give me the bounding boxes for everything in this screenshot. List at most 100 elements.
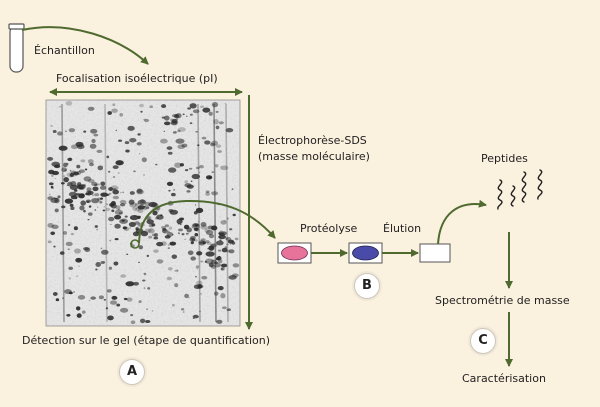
gel-spot [218,249,222,252]
gel-spot [63,176,69,183]
gel-spot [232,263,240,268]
gel-spot [68,191,78,197]
gel-spot [181,143,188,148]
gel-spot [119,218,129,224]
gel-spot [186,115,188,117]
peptide-squiggle-icon [497,169,543,210]
gel-spot [101,249,109,255]
gel-spot [140,230,149,237]
mass-spec-label: Spectrométrie de masse [435,294,570,307]
gel-spot [50,185,54,189]
gel-spot [116,303,121,307]
gel-spot [80,200,87,206]
gel-spot [64,289,72,295]
gel-spot [137,133,141,136]
gel-spot [108,216,115,222]
gel-spot [55,298,60,302]
gel-spot [84,168,88,171]
gel-spot [76,275,79,277]
gel-spot [187,250,194,256]
gel-spot [78,265,80,267]
gel-spot [73,291,75,293]
gel-spot [177,129,181,133]
gel-spot [161,104,167,109]
test-tube-icon [8,23,25,73]
gel-spot [110,223,112,226]
gel-spot [61,167,68,173]
gel-spot [183,224,190,230]
gel-spot [98,295,104,300]
gel-spot [164,115,170,121]
gel-spot [59,251,65,255]
gel-spot [80,159,86,163]
gel-spot [66,314,71,317]
gel-spot [171,254,178,259]
gel-spot [118,139,123,142]
gel-spot [225,237,232,241]
gel-spot [73,189,78,192]
gel-spot [145,201,151,207]
gel-spot [171,234,174,236]
gel-spot [215,110,219,113]
gel-spot [75,257,83,263]
gel-spot [151,223,156,227]
gel-spot [69,173,74,177]
gel-spot [107,111,112,115]
gel-spot [91,181,98,186]
gel-spot [148,228,155,234]
gel-spot [124,202,127,205]
gel-spot [192,223,200,227]
gel-spot [127,125,135,131]
gel-spot [59,105,62,108]
gel-spot [70,206,75,211]
gel-spot [87,159,94,164]
gel-spot [94,193,100,197]
gel-spot [142,279,146,282]
gel-spot [208,111,213,116]
gel-spot [195,166,200,170]
gel-spot [196,280,203,285]
gel-spot [85,199,91,203]
gel-spot [135,203,139,206]
gel-spot [68,266,74,270]
gel-spot [182,113,185,116]
gel-spot [224,220,227,222]
gel-spot [229,228,233,231]
gel-spot [58,145,68,151]
gel-spot [144,118,150,123]
gel-spot [106,155,110,159]
gel-spot [89,162,94,167]
gel-spot [211,101,219,108]
gel-spot [100,247,103,250]
gel-spot [111,209,115,213]
gel-spot [191,173,201,180]
gel-spot [161,228,168,234]
gel-spot [54,177,57,180]
gel-spot [76,164,81,169]
gel-spot [92,194,94,196]
gel-spot [125,149,130,153]
gel-spot [133,281,139,286]
gel-streak [197,103,201,323]
gel-spot [48,194,51,196]
gel-spot [186,190,191,193]
gel-spot [62,297,64,300]
gel-spot [74,248,81,254]
gel-spot [166,181,174,187]
ief-label: Focalisation isoélectrique (pI) [56,72,218,85]
gel-spot [137,205,146,210]
gel-spot [52,129,57,134]
gel-spot [208,245,215,251]
gel-spot [109,202,115,207]
step-b-badge: B [354,273,380,299]
gel-spot [65,100,73,106]
gel-spot [112,103,116,107]
gel-spot [146,308,149,311]
gel-spot [141,157,147,163]
gel-spot [177,127,186,132]
gel-spot [156,214,164,220]
gel-spot [137,208,144,214]
gel-spot [102,209,106,212]
gel-spot [215,240,224,246]
gel-spot [122,191,124,193]
